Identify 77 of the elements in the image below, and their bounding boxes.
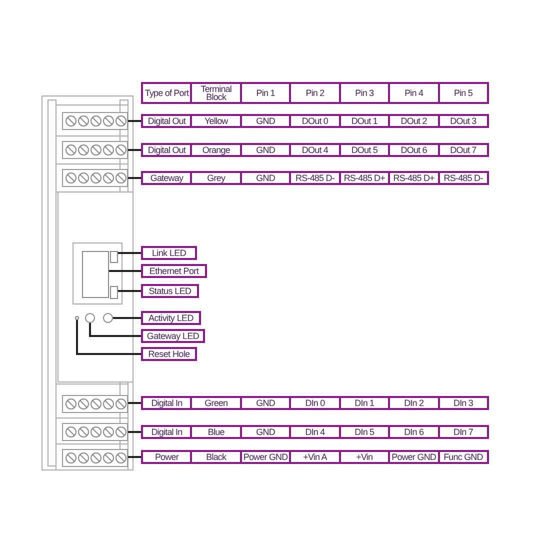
table-cell: Yellow: [192, 116, 242, 126]
table-cell: Power GND: [242, 452, 292, 462]
table-cell: DIn 2: [390, 398, 440, 408]
table-cell: DOut 0: [291, 116, 341, 126]
table-cell: Gateway: [143, 173, 192, 183]
leader-line: [109, 270, 141, 272]
callout-label: Reset Hole: [141, 347, 197, 361]
terminal-block: [62, 112, 128, 130]
leader-line: [76, 320, 141, 355]
leader-line: [118, 290, 141, 292]
table-cell-text: RS-485 D-: [442, 173, 484, 183]
callout-label: Ethernet Port: [141, 264, 207, 278]
table-cell: RS-485 D+: [340, 173, 390, 183]
ethernet-jack: [82, 251, 109, 298]
table-cell: DIn 1: [340, 398, 390, 408]
table-cell: DIn 0: [291, 398, 341, 408]
table-cell: GND: [242, 427, 292, 437]
table-cell: Black: [192, 452, 242, 462]
table-cell: DOut 6: [390, 145, 440, 155]
table-cell-text: Func GND: [442, 452, 484, 462]
table-cell: Power: [143, 452, 192, 462]
table-cell: RS-485 D+: [390, 173, 440, 183]
terminal-block: [62, 141, 128, 159]
table-cell: RS-485 D-: [291, 173, 341, 183]
table-cell: Grey: [192, 173, 242, 183]
terminal-block: [62, 395, 128, 413]
table-cell: DIn 6: [390, 427, 440, 437]
table-cell: DOut 5: [340, 145, 390, 155]
table-cell: Power GND: [390, 452, 440, 462]
table-cell: Type of Port: [143, 84, 192, 102]
leader-line: [89, 323, 141, 337]
table-cell-text: DIn 7: [452, 427, 474, 437]
table-cell: DIn 4: [291, 427, 341, 437]
table-cell: GND: [242, 145, 292, 155]
table-cell: GND: [242, 398, 292, 408]
table-cell: DOut 2: [390, 116, 440, 126]
leader-line: [113, 317, 141, 319]
table-cell: Digital In: [143, 398, 192, 408]
table-cell: GND: [242, 116, 292, 126]
callout-label: Activity LED: [141, 311, 201, 325]
table-cell-text: Pin 5: [452, 87, 474, 100]
reset-hole: [75, 316, 79, 320]
leader-line: [128, 120, 141, 122]
table-cell: Terminal Block: [192, 84, 242, 102]
leader-line: [128, 149, 141, 151]
led-light: [110, 286, 118, 299]
leader-line: [128, 456, 141, 458]
table-cell: Pin 1: [242, 84, 292, 102]
leader-line: [128, 177, 141, 179]
terminal-block: [62, 423, 128, 441]
table-cell: DOut 4: [291, 145, 341, 155]
terminal-block: [62, 169, 128, 187]
table-cell: Orange: [192, 145, 242, 155]
table-cell: DIn 5: [340, 427, 390, 437]
leader-line: [128, 431, 141, 433]
leader-line: [118, 252, 141, 254]
table-cell: Digital In: [143, 427, 192, 437]
table-cell: Digital Out: [143, 145, 192, 155]
table-cell: DOut 1: [340, 116, 390, 126]
table-cell-text: DOut 3: [449, 116, 478, 126]
table-cell: Pin 2: [291, 84, 341, 102]
callout-label: Link LED: [141, 246, 197, 260]
table-cell-text: DIn 3: [452, 398, 474, 408]
led-light: [110, 251, 118, 263]
leader-line: [128, 402, 141, 404]
callout-label: Gateway LED: [141, 329, 205, 343]
table-cell: Pin 3: [340, 84, 390, 102]
callout-label: Status LED: [141, 284, 199, 298]
table-cell-text: DOut 7: [449, 145, 478, 155]
table-cell: +Vin: [340, 452, 390, 462]
table-cell: Green: [192, 398, 242, 408]
table-cell: +Vin A: [291, 452, 341, 462]
table-cell: Blue: [192, 427, 242, 437]
table-cell: Pin 4: [390, 84, 440, 102]
terminal-block: [62, 449, 128, 467]
table-cell: Digital Out: [143, 116, 192, 126]
table-cell: GND: [242, 173, 292, 183]
